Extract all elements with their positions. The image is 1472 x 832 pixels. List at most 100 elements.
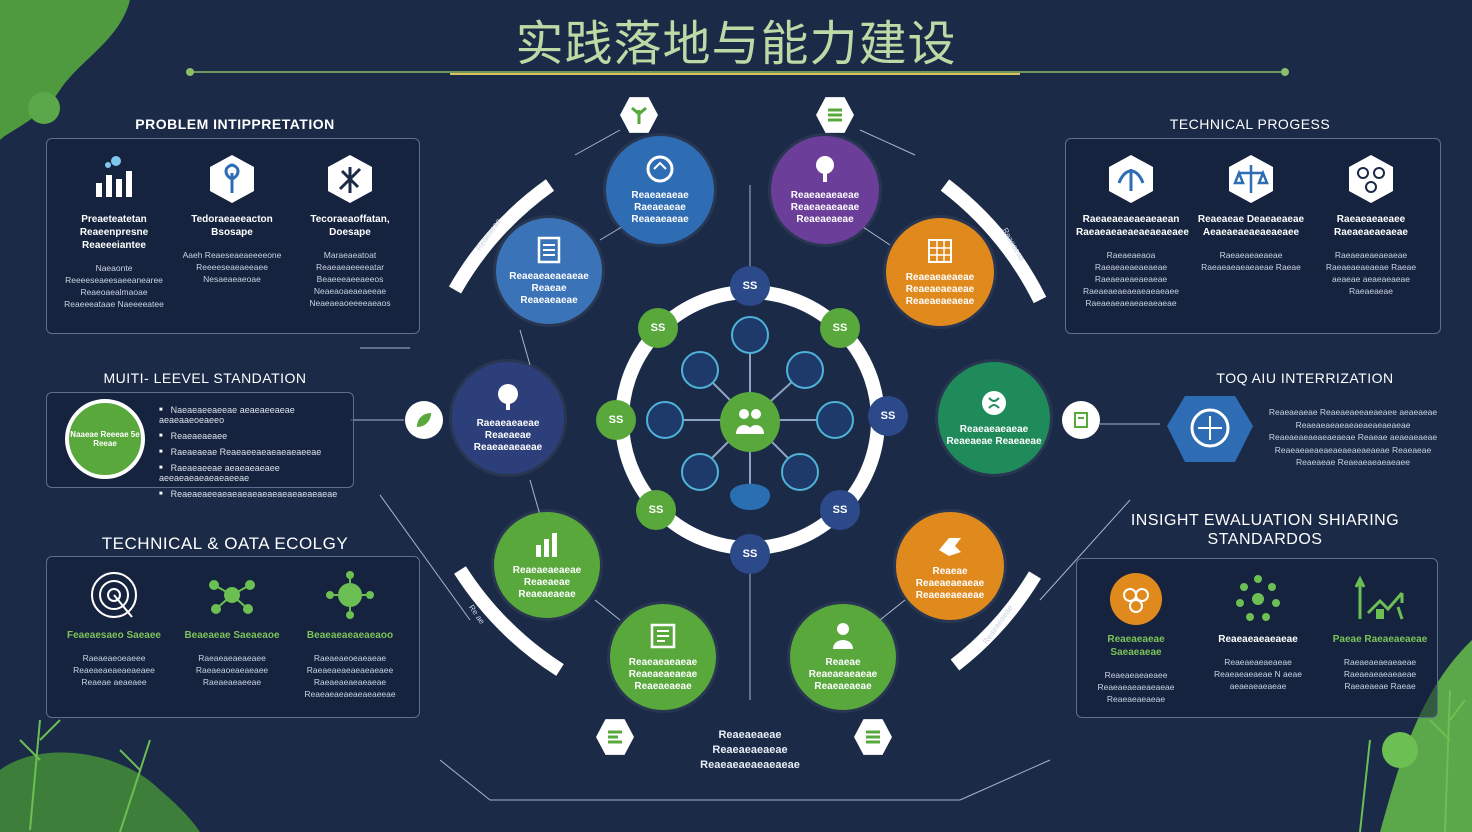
bottom-caption-line: Reaeaeaeaeaeaeae [700,759,800,771]
tech-item-3: Raeaeaeaeaee Raeaeaeaeaeae Raeaeaeaeaeae… [1316,153,1426,297]
node-left-lower[interactable]: Reaeaeaeaeae Reaeaeae Reaeaeaeae [494,512,600,618]
node-bottom-left[interactable]: Reaeaeaeaeae Reaeaeaeaeae Reaeaeaeae [610,604,716,710]
ring-satellite: SS [820,308,860,348]
target-icon [88,569,140,621]
tech-item-1-name: Raeaeaeaeaeaeaean Raeaeaeaeaeaeaeaeaee [1076,214,1189,238]
grid-icon [925,236,955,266]
insight-section-title: INSIGHT EWALUATION SHIARING STANDARDOS [1110,511,1420,549]
node-label: Reaeaeaeaeae Reaeaeaeaeae Reaeaeaeae [628,657,698,692]
node-left-upper[interactable]: Reaeaeaeaeaeae Reaeae Reaeaeaeae [496,218,602,324]
problem-section-title: PROBLEM INTIPPRETATION [135,116,335,132]
node-label: Raeaeaeaeae Reaeaeae Reaeaeaeaeae [473,418,543,453]
tech-item-2: Reaeaeae Deaeaeaeae Aeaeaeaeaeaeaeaee Ra… [1196,153,1306,273]
tech-item-3-name: Raeaeaeaeaee Raeaeaeaeaeae [1334,214,1408,238]
multi-section-title: MUITI- LEEVEL STANDATION [103,370,307,386]
multi-bullets: Naeaeaeeaeeae aeaeaeeaeae aeaeaaeoeaeeo … [159,399,349,505]
tool-line: Reaeaeae Reaeaeaeaeaeaee [1296,457,1410,467]
node-label: Reaeaeaeaeae Reaeaeaeaeae Reaeaeaeae [790,190,860,225]
node-right-upper[interactable]: Reaeaeaeaeae Reaeaeaeaeae Reaeaeaeaeae [886,218,994,326]
insight-item-3-desc: Raeaeaeaeaeaeae Raeaeaeaeaeaeae Raeaeaea… [1343,657,1417,691]
multi-bullet: Naeaeaeeaeeae aeaeaeeaeae aeaeaaeoeaeeo [159,405,349,425]
ring-satellite: SS [730,266,770,306]
node-label: Reaeae Reaeaeaeaeae Reaeaeaeae [808,657,878,692]
chart-icon [532,529,562,559]
globe-network-icon [324,569,376,621]
node-label: Reaeaeaeae Raeaeaeae Reaeaeaeae [631,190,689,225]
multi-bullet: Reaeaeaeaee [159,431,349,441]
multi-panel: Naaeae Reeeae 5e Reeae Naeaeaeeaeeae aea… [46,392,354,499]
tech-item-2-desc: Raeaeaeaeaeae Raeaeaeaeaeaeae Raeae [1201,250,1301,272]
problem-item-1-name: Preaeteatetan Reaeenpresne Reaeeeiantee [79,214,149,251]
tech-item-3-desc: Raeaeaeaeaeaeae Raeaeaeaeaeae Raeae aeae… [1325,250,1417,296]
right-doc-icon [1062,401,1100,439]
tool-section-title: TOQ AIU INTERRIZATION [1216,370,1394,386]
ring-satellite: SS [868,396,908,436]
insight-title-line-1: INSIGHT EWALUATION SHIARING [1130,512,1400,529]
node-left[interactable]: Raeaeaeaeae Reaeaeae Reaeaeaeaeae [452,362,564,474]
problem-item-1-desc: Naeaonte Reeeeseaeesaeeanearee Reaeoaeal… [64,263,164,309]
problem-item-2-name: Tedoraeaeeacton Bsosape [191,214,273,238]
node-label: Reaeaeaeaeae Reaeaeae Reaeaeaeae [512,565,582,600]
node-right[interactable]: Reaeaeaeaeae Reaeaeae Reaeaeae [938,362,1050,474]
insight-item-3: Paeae Raeaeaeaeae Raeaeaeaeaeaeae Raeaea… [1325,573,1435,692]
book-icon [648,621,678,651]
problem-panel: Preaeteatetan Reaeenpresne Reaeeeiantee … [46,138,420,334]
person-icon [828,621,858,651]
tech-panel: Raeaeaeaeaeaeaean Raeaeaeaeaeaeaeaeaee R… [1065,138,1441,334]
tree2-icon [493,382,523,412]
bottom-caption-line: Reaeaeaeae [718,729,782,741]
doc-icon [534,235,564,265]
tech-item-1: Raeaeaeaeaeaeaean Raeaeaeaeaeaeaeaeaee R… [1076,153,1189,309]
ring-satellite: SS [596,400,636,440]
sync-icon [645,154,675,184]
page-title: 实践落地与能力建设 [515,16,957,72]
eco-item-2: Beaeaeae Saeaeaoe Raeaeaeaeaeaee Raeaeao… [177,569,287,688]
network-icon [206,569,258,621]
eco-item-1: Feaeaesaeo Saeaee Raeaeaeoeaeee Reaeaeae… [59,569,169,688]
people-network-icon[interactable] [720,392,780,452]
node-top-left[interactable]: Reaeaeaeae Raeaeaeae Reaeaeaeae [606,136,714,244]
insight-item-2: Reaeaeaeaeaeae Reaeaeaeaeaeae Reaeaeaeae… [1203,573,1313,692]
tool-line: Reaeaeaeaeaeaeaeae Reaeae aeaeaeaeae [1268,432,1438,442]
insight-item-1: Reaeaeaeae Saeaeaeae Reaeaeaeaeaee Reaea… [1081,573,1191,705]
tool-line: Reaeaeaeae Reaeaeaeeaeaeaee aeaeaeae [1268,407,1438,417]
eco-item-2-name: Beaeaeae Saeaeaoe [184,630,280,641]
node-top-right[interactable]: Reaeaeaeaeae Reaeaeaeaeae Reaeaeaeae [771,136,879,244]
insight-item-2-desc: Reaeaeaeaeaeae Reaeaeaeaeae N aeae aeaea… [1214,657,1302,691]
eco-item-1-desc: Raeaeaeoeaeee Reaeaeaeaeaeaeaee Reaeae a… [73,653,155,687]
node-bottom-right[interactable]: Reaeae Reaeaeaeaeae Reaeaeaeae [790,604,896,710]
problem-item-1: Preaeteatetan Reaeenpresne Reaeeeiantee … [59,153,169,310]
tech-item-1-desc: Raeaeaeaoa Raeaeaeaeaeaeae Raeaeaeaeaeae… [1083,250,1179,308]
left-leaf-icon [405,401,443,439]
eco-item-3-name: Beaeaeaeaeaeaoo [306,630,394,641]
eco-item-2-desc: Raeaeaeaeaeaee Raeaeaoeaeaeaee Raeaeaeae… [195,653,269,687]
eco-section-title: TECHNICAL & OATA ECOLGY [101,534,349,553]
ring-satellite: SS [730,534,770,574]
tool-shield-icon [1165,386,1255,472]
hex-plant-icon [206,153,258,205]
hand-icon [935,530,965,560]
tech-section-title: TECHNICAL PROGESS [1169,116,1331,132]
problem-item-3: Tecoraeaoffatan, Doesape Maraeaeatoat Re… [295,153,405,309]
insight-panel: Reaeaeaeae Saeaeaeae Reaeaeaeaeaee Reaea… [1076,558,1438,718]
growth-arrow-icon [1354,573,1406,625]
problem-item-3-desc: Maraeaeatoat Reaeaeaeeeeatar Beaeeeaeeae… [309,250,391,308]
insight-item-3-name: Paeae Raeaeaeaeae [1332,634,1428,645]
node-label: Reaeae Reaeaeaeaeae Reaeaeaeaeae [915,566,985,601]
hex-leaf-icon [1105,153,1157,205]
tool-line: Reaeaeaeaeaeaeaeaeaeaeae Reaeaeae [1274,444,1432,455]
problem-item-3-name: Tecoraeaoffatan, Doesape [310,214,390,238]
bottom-caption-line: Reaeaeaeaeae [712,744,788,756]
multi-bullet: Raeaeaeeae aeaeaeaeaee aeeaeaeaeaeaeaeea… [159,463,349,483]
ring-satellite: SS [636,490,676,530]
problem-item-2: Tedoraeaeeacton Bsosape Aaeh Reaeseaeaee… [177,153,287,285]
hex-scale-icon [1225,153,1277,205]
ring-satellite: SS [820,490,860,530]
eco-panel: Feaeaesaeo Saeaee Raeaeaeoeaeee Reaeaeae… [46,556,420,718]
hex-tools-icon [324,153,376,205]
tech-item-2-name: Reaeaeae Deaeaeaeae Aeaeaeaeaeaeaeaee [1197,214,1305,238]
bottom-caption: Reaeaeaeae Reaeaeaeaeae Reaeaeaeaeaeaeae [660,728,840,773]
tree-icon [810,154,840,184]
node-right-lower[interactable]: Reaeae Reaeaeaeaeae Reaeaeaeaeae [896,512,1004,620]
insight-item-1-desc: Reaeaeaeaeaee Reaeaeaeaeaeaeae Reaeaeaea… [1097,670,1175,704]
